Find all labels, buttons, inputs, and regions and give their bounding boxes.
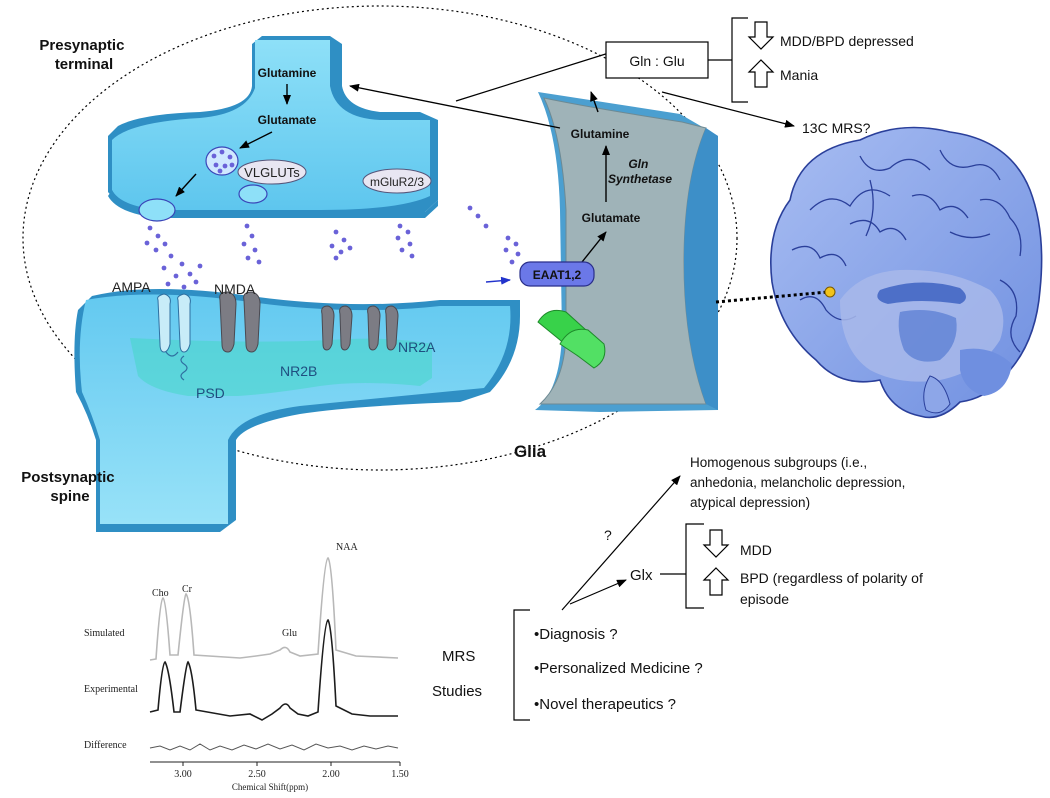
spectrum-xlabel: Chemical Shift(ppm) (232, 782, 308, 792)
mrs13c-label: 13C MRS? (802, 120, 871, 136)
difference-trace (149, 743, 399, 751)
mrs-label: MRS Studies (432, 648, 482, 700)
ratio-bracket (731, 17, 748, 103)
vlgluts-label: VLGLUTs (244, 165, 300, 180)
glia-glutamine-up-arrow (590, 91, 599, 113)
presynaptic-glutamine-label: Glutamine (258, 66, 317, 80)
vesicle-group (138, 146, 268, 222)
tick-200: 2.00 (322, 769, 340, 780)
mrs-bullet-therapeutics: •Novel therapeutics ? (534, 696, 676, 713)
ratio-item-mania: Mania (780, 67, 818, 83)
subgroups-text: Homogenous subgroups (i.e., anhedonia, m… (690, 455, 909, 510)
gln-synthetase-label: Gln Synthetase (608, 157, 672, 186)
glutamate-to-vesicle-arrow (239, 131, 273, 149)
mrs-bullet-personalized: •Personalized Medicine ? (534, 660, 703, 677)
glia-glutamate-arrow (581, 231, 607, 263)
experimental-trace (149, 618, 398, 721)
glutamine-shuttle-arrow (349, 83, 561, 129)
glial-transporter-green (537, 309, 606, 369)
glx-up-arrow-icon (702, 567, 730, 596)
mrs-bracket (513, 609, 530, 721)
eaat-label: EAAT1,2 (533, 268, 582, 282)
vlgluts-oval (237, 159, 307, 185)
mrs13c-arrow (661, 91, 795, 128)
peak-label-cho: Cho (152, 588, 169, 599)
nr2b-label: NR2B (280, 363, 317, 379)
glx-label: Glx (630, 567, 653, 584)
ratio-label: Gln : Glu (629, 53, 684, 69)
ratio-item-depressed: MDD/BPD depressed (780, 33, 914, 49)
glutamate-uptake-arrow (485, 276, 511, 285)
presynaptic-terminal-label: Presynaptic terminal (39, 37, 128, 73)
glx-item-mdd: MDD (740, 542, 772, 558)
nr2b-receptor (321, 305, 353, 351)
glia-label: Glia (514, 442, 547, 461)
glia-glutamate-label: Glutamate (582, 211, 641, 225)
vesicle-docked (138, 198, 176, 222)
presynaptic-glutamate-label: Glutamate (258, 113, 317, 127)
vesicle-small (238, 184, 268, 204)
brain-link-dotted (715, 290, 829, 304)
down-arrow-icon (747, 21, 775, 50)
tick-150: 1.50 (391, 769, 409, 780)
ampa-receptor (157, 293, 191, 381)
synapse-boundary-ellipse (22, 5, 738, 471)
nr2a-receptor (367, 305, 399, 351)
subgroups-arrow (561, 475, 681, 611)
nmda-receptor (219, 291, 261, 353)
cleft-glutamate-dots (144, 205, 521, 290)
mrs-studies-block: MRS Studies •Diagnosis ? •Personalized M… (432, 455, 927, 721)
mglur-oval (362, 168, 432, 194)
brain-location-marker (824, 286, 836, 298)
eaat-transporter (519, 261, 595, 287)
simulated-trace (149, 557, 399, 661)
ratio-box-connector (455, 51, 613, 102)
up-arrow-icon (747, 59, 775, 88)
brain-illustration (770, 126, 1043, 419)
mglur-label: mGluR2/3 (370, 175, 424, 189)
nmda-label: NMDA (214, 281, 256, 297)
glx-down-arrow-icon (702, 529, 730, 558)
glx-arrow (569, 579, 627, 605)
mrs-spectrum-panel: Cho Cr Glu NAA Simulated Experimental Di… (84, 542, 409, 792)
nr2a-label: NR2A (398, 339, 436, 355)
peak-label-glu: Glu (282, 628, 297, 639)
row-label-experimental: Experimental (84, 684, 138, 695)
glx-bracket (685, 523, 704, 609)
peak-label-naa: NAA (336, 542, 358, 553)
row-label-difference: Difference (84, 740, 127, 751)
row-label-simulated: Simulated (84, 628, 125, 639)
glia-glutamine-label: Glutamine (571, 127, 630, 141)
question-mark: ? (604, 527, 612, 543)
vesicle-to-membrane-arrow (175, 173, 197, 197)
tick-300: 3.00 (174, 769, 192, 780)
postsynaptic-spine-label: Postsynaptic spine (21, 469, 119, 505)
presynaptic-terminal-shape (108, 36, 438, 218)
glx-item-bpd: BPD (regardless of polarity of episode (740, 570, 927, 607)
ampa-label: AMPA (112, 279, 151, 295)
postsynaptic-spine-shape (74, 289, 521, 532)
tick-250: 2.50 (248, 769, 266, 780)
peak-label-cr: Cr (182, 584, 193, 595)
psd-label: PSD (196, 385, 225, 401)
mrs-bullet-diagnosis: •Diagnosis ? (534, 626, 618, 643)
